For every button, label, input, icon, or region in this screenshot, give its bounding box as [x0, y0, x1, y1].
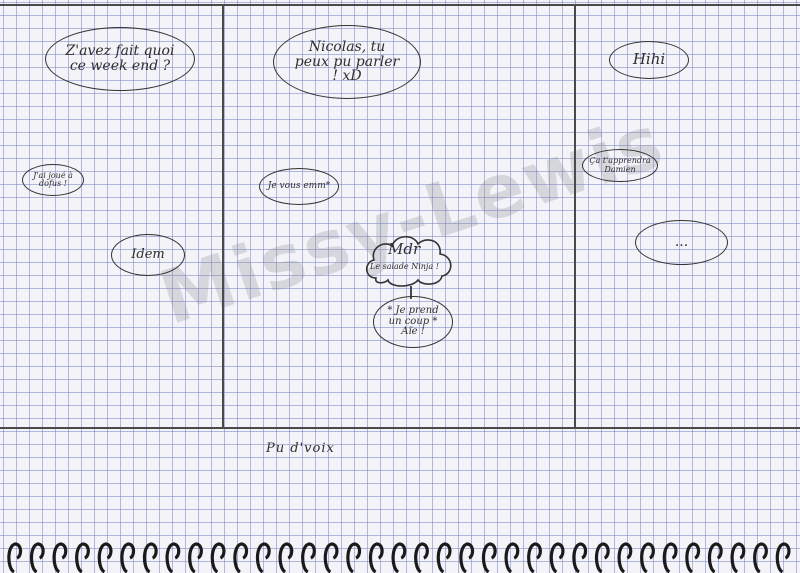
spiral-ring: [685, 542, 701, 573]
panel-divider-right: [574, 4, 576, 428]
panel-line-top: [0, 4, 800, 6]
spiral-ring: [640, 542, 655, 573]
spiral-ring: [346, 542, 362, 573]
spiral-ring: [301, 542, 316, 573]
spiral-ring: [278, 542, 294, 573]
speech-bubble-aie: * Je prend un coup * Aïe !: [373, 296, 453, 348]
speech-bubble-damien: Ça t'apprendra Damien: [582, 149, 658, 182]
spiral-ring: [29, 542, 45, 573]
spiral-ring: [414, 542, 429, 573]
spiral-ring: [368, 542, 384, 573]
spiral-ring: [730, 542, 746, 573]
speech-bubble-dofus: J'ai joué à dofus !: [22, 164, 84, 196]
speech-bubble-hihi: Hihi: [609, 41, 689, 79]
spiral-ring: [594, 542, 610, 573]
spiral-ring: [255, 542, 271, 573]
spiral-ring: [120, 542, 136, 573]
speech-bubble-idem: Idem: [111, 234, 185, 276]
spiral-ring: [436, 542, 452, 573]
spiral-ring: [142, 542, 158, 573]
spiral-ring: [233, 542, 249, 573]
speech-bubble-nicolas: Nicolas, tu peux pu parler ! xD: [273, 25, 421, 99]
spiral-ring: [527, 542, 542, 573]
spiral-ring: [52, 542, 68, 573]
cloud-subtext: Le salade Ninja !: [370, 262, 439, 271]
spiral-ring: [481, 542, 497, 573]
spiral-ring: [97, 542, 113, 573]
spiral-ring: [459, 542, 475, 573]
speech-bubble-emm: Je vous emm*: [259, 168, 339, 205]
panel-line-bottom: [0, 427, 800, 429]
spiral-ring: [165, 542, 181, 573]
spiral-ring: [391, 542, 407, 573]
spiral-ring: [572, 542, 588, 573]
spiral-ring: [188, 542, 203, 573]
spiral-ring: [662, 542, 678, 573]
spiral-ring: [617, 542, 633, 573]
spiral-ring: [549, 542, 565, 573]
speech-bubble-weekend: Z'avez fait quoi ce week end ?: [45, 27, 195, 91]
speech-bubble-dots: ...: [635, 220, 728, 265]
spiral-binding: [7, 542, 791, 573]
panel-divider-left: [222, 4, 224, 428]
spiral-ring: [75, 542, 90, 573]
cloud-tail: [410, 286, 412, 299]
spiral-ring: [7, 542, 23, 573]
spiral-ring: [323, 542, 339, 573]
cloud-name: Mdr: [388, 240, 421, 258]
spiral-ring: [753, 542, 768, 573]
spiral-ring: [775, 542, 791, 573]
caption-pu-dvoix: Pu d'voix: [266, 441, 335, 456]
thought-cloud: [365, 235, 452, 287]
spiral-ring: [707, 542, 723, 573]
spiral-ring: [504, 542, 520, 573]
spiral-ring: [210, 542, 226, 573]
